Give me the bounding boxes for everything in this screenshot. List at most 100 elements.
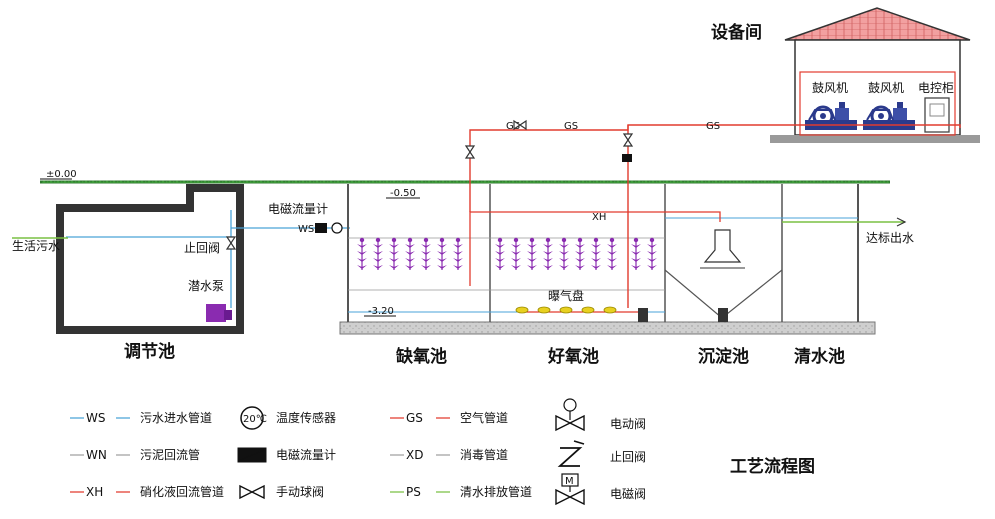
grass-tuft [616,180,623,183]
grass-tuft [469,180,476,183]
grass-tuft [252,180,259,183]
diffuser-icon [436,237,448,271]
grass-tuft [196,180,203,183]
grass-tuft [693,180,700,183]
legend-line-name: 污泥回流管 [140,447,200,462]
grass-tuft [630,180,637,183]
legend-line-name: 清水排放管道 [460,484,532,499]
grass-tuft [868,180,875,183]
grass-tuft [462,180,469,183]
grass-tuft [91,180,98,183]
gs-tag-3: GS [506,121,520,132]
diffuser-icon [510,237,522,271]
legend-electric-valve-label: 电动阀 [610,417,646,431]
grass-tuft [756,180,763,183]
grass-tuft [203,180,210,183]
xh-pipe-tag: XH [592,212,606,223]
grass-tuft [336,180,343,183]
legend-solenoid-valve-label: 电磁阀 [610,486,646,501]
building-roof [784,7,971,41]
grass-tuft [665,180,672,183]
grass-tuft [574,180,581,183]
grass-tuft [588,180,595,183]
grass-tuft [539,180,546,183]
diffuser-icon [452,237,464,271]
grass-tuft [637,180,644,183]
air-pipe-branch [469,125,629,212]
outflow-label: 达标出水 [866,231,914,245]
diffuser-icon [494,237,506,271]
grass-tuft [497,180,504,183]
air-check-valve-icon [623,133,633,147]
grass-tuft [770,180,777,183]
solenoid-valve-icon [622,154,632,162]
grass-tuft [532,180,539,183]
grass-tuft [560,180,567,183]
air-ball-valve-icon [465,145,475,159]
legend-line-code: XD [406,448,423,462]
aerobic-pump-icon [638,308,648,322]
legend-line-code: XH [86,485,103,499]
diffuser-icon [574,237,586,271]
grass-tuft [707,180,714,183]
grass-tuft [70,180,77,183]
grass-tuft [112,180,119,183]
aeration-disc-icon [515,306,529,314]
grass-tuft [595,180,602,183]
grass-tuft [546,180,553,183]
grass-tuft [511,180,518,183]
grass-tuft [854,180,861,183]
grass-tuft [840,180,847,183]
grass-tuft [721,180,728,183]
nitrate-return-pipe [469,211,721,286]
legend-check-valve-label: 止回阀 [610,450,646,464]
blower-1-label: 鼓风机 [812,81,848,95]
legend-code-bg [84,445,116,461]
legend-code-bg [404,482,436,498]
grass-tuft [882,180,889,183]
sludge-pump-icon [718,308,728,322]
pump-riser-pipe [230,210,350,308]
grass-tuft [483,180,490,183]
grass-tuft [364,180,371,183]
grass-tuft [875,180,882,183]
grass-tuft [777,180,784,183]
submersible-pump-icon [206,304,232,322]
grass-tuft [273,180,280,183]
pump-label: 潜水泵 [188,279,224,293]
grass-tuft [742,180,749,183]
tank-label-anoxic: 缺氧池 [396,346,447,367]
diffuser-icon [420,237,432,271]
diffuser-icon [606,237,618,271]
diffuser-icon [646,237,658,271]
diffuser-icon [356,237,368,271]
legend-manual-ball-valve-icon [239,484,265,500]
legend-solenoid-valve-text: M [565,476,574,487]
grass-tuft [448,180,455,183]
outflow-arrow-icon [896,217,907,227]
grass-tuft [455,180,462,183]
aeration-disc-icon [581,306,595,314]
grass-tuft [280,180,287,183]
grass-tuft [847,180,854,183]
grass-tuft [812,180,819,183]
inflow-label: 生活污水 [12,239,60,253]
grass-tuft [763,180,770,183]
grass-tuft [357,180,364,183]
tank-label-clear-water: 清水池 [794,346,845,367]
gs-tag-1: GS [706,121,720,132]
grass-tuft [98,180,105,183]
grass-tuft [553,180,560,183]
diffuser-icon [404,237,416,271]
diffuser-icon [558,237,570,271]
grass-tuft [154,180,161,183]
grass-tuft [140,180,147,183]
grass-tuft [420,180,427,183]
legend-symbols: 20℃ 温度传感器 电磁流量计 手动球阀 电动阀 止回阀 M 电磁阀 [237,398,646,506]
grass-tuft [105,180,112,183]
grass-tuft [399,180,406,183]
grass-tuft [119,180,126,183]
diffusers-aerobic [494,237,658,271]
grass-tuft [378,180,385,183]
